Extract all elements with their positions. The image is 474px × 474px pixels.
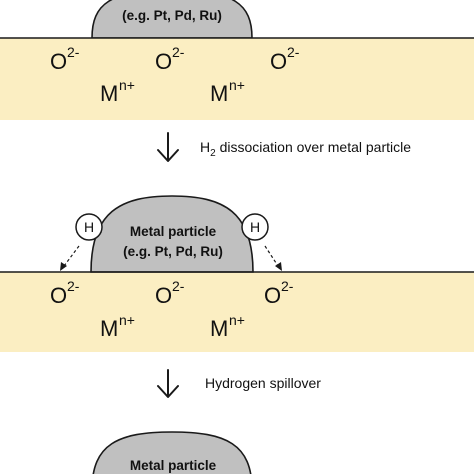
svg-text:2-: 2- xyxy=(172,278,185,294)
svg-text:M: M xyxy=(210,316,228,341)
down-arrow-icon xyxy=(157,369,179,398)
spill-arrow-right xyxy=(264,245,282,271)
oxygen-ion: O 2- xyxy=(155,278,185,308)
svg-text:M: M xyxy=(210,81,228,106)
step-1-label: H2 dissociation over metal particle xyxy=(200,139,411,159)
spill-arrow-left xyxy=(60,245,80,271)
metal-ion: M n+ xyxy=(100,77,135,106)
svg-text:O: O xyxy=(155,49,172,74)
svg-text:O: O xyxy=(50,49,67,74)
svg-text:2-: 2- xyxy=(287,44,300,60)
oxygen-ion: O 2- xyxy=(50,44,80,74)
metal-ion: M n+ xyxy=(100,312,135,341)
oxide-support-2 xyxy=(0,272,474,352)
panel-2: Metal particle (e.g. Pt, Pd, Ru) H H O 2… xyxy=(0,195,474,352)
step-2: Hydrogen spillover xyxy=(157,369,321,398)
metal-particle-1 xyxy=(91,0,253,39)
svg-text:O: O xyxy=(270,49,287,74)
oxygen-ion: O 2- xyxy=(264,278,294,308)
oxygen-ion: O 2- xyxy=(155,44,185,74)
panel-1: (e.g. Pt, Pd, Ru) O 2- O 2- O 2- M n+ M … xyxy=(0,0,474,120)
svg-text:2-: 2- xyxy=(281,278,294,294)
svg-text:2-: 2- xyxy=(67,278,80,294)
particle-2-examples: (e.g. Pt, Pd, Ru) xyxy=(123,244,223,259)
svg-text:H: H xyxy=(84,219,94,235)
svg-text:2-: 2- xyxy=(67,44,80,60)
svg-text:n+: n+ xyxy=(229,77,245,93)
svg-text:M: M xyxy=(100,81,118,106)
oxygen-ion: O 2- xyxy=(270,44,300,74)
svg-text:n+: n+ xyxy=(119,312,135,328)
down-arrow-icon xyxy=(157,132,179,162)
particle-title: Metal particle xyxy=(130,224,217,239)
metal-ion: M n+ xyxy=(210,312,245,341)
panel-3: Metal particle xyxy=(92,431,252,474)
svg-text:M: M xyxy=(100,316,118,341)
svg-text:O: O xyxy=(50,283,67,308)
particle-3-title: Metal particle xyxy=(130,458,217,473)
svg-text:H: H xyxy=(250,219,260,235)
oxide-support-1 xyxy=(0,38,474,120)
svg-text:2-: 2- xyxy=(172,44,185,60)
metal-particle-3 xyxy=(92,431,252,474)
particle-1-examples: (e.g. Pt, Pd, Ru) xyxy=(122,8,222,23)
hydrogen-atom-left: H xyxy=(75,213,103,241)
hydrogen-atom-right: H xyxy=(241,213,269,241)
oxygen-ion: O 2- xyxy=(50,278,80,308)
metal-ion: M n+ xyxy=(210,77,245,106)
step-2-label: Hydrogen spillover xyxy=(205,375,321,391)
svg-text:n+: n+ xyxy=(229,312,245,328)
step-1: H2 dissociation over metal particle xyxy=(157,132,411,162)
svg-text:O: O xyxy=(155,283,172,308)
svg-text:n+: n+ xyxy=(119,77,135,93)
svg-text:O: O xyxy=(264,283,281,308)
